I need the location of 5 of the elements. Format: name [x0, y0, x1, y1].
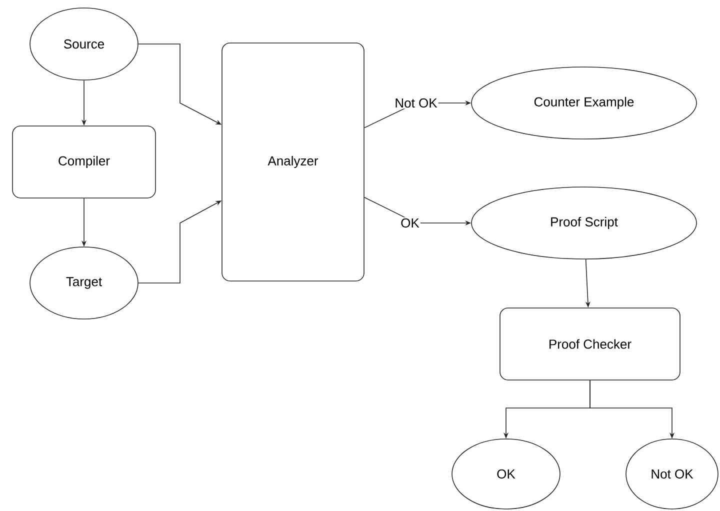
- process-box: Proof Checker: [500, 308, 680, 380]
- process-box: Analyzer: [222, 42, 364, 282]
- process-box: Compiler: [12, 126, 156, 198]
- edge-label: Not OK: [394, 97, 438, 109]
- edge-label: OK: [400, 217, 420, 229]
